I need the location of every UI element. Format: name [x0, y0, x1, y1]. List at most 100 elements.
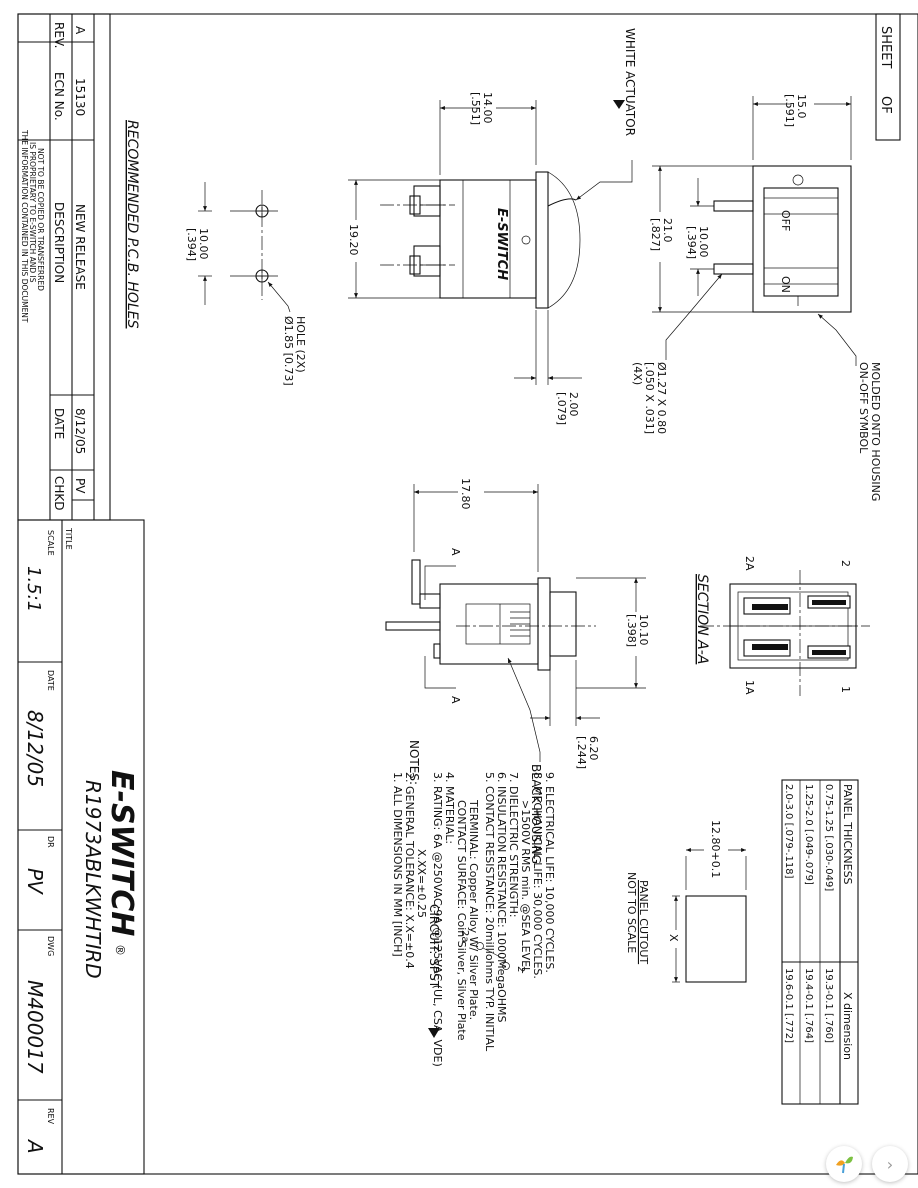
- table-row-1-x: 19.3-0.1 [.760]: [823, 968, 834, 1043]
- dwg-label: DWG: [46, 936, 55, 956]
- title-label: TITLE: [64, 527, 73, 550]
- front-dim-21-in: [.827]: [649, 218, 662, 251]
- registered-mark: ®: [113, 944, 127, 956]
- date-header: DATE: [52, 408, 66, 439]
- note-line: 6. INSULATION RESISTANCE: 1000MegaOHMS: [495, 772, 508, 1023]
- app-logo[interactable]: [826, 1146, 862, 1182]
- table-row-3-thickness: 2.0-3.0 [.079-.118]: [783, 784, 794, 879]
- title-value: R1973ABLKWHTIRD: [81, 780, 105, 979]
- note-line: 5. CONTACT RESISTANCE: 20milliohms TYP. …: [483, 772, 496, 1052]
- cutout-label-2: NOT TO SCALE: [625, 872, 638, 953]
- pcb-dim-in: [.394]: [185, 228, 198, 261]
- note-line: 4. MATERIAL:: [443, 772, 456, 844]
- housing-label: BLACK HOUSING: [529, 764, 543, 864]
- chkd-header: CHKD: [52, 476, 66, 511]
- top-dim-width-in: [.551]: [469, 92, 482, 125]
- note-line: CONTACT SURFACE: Coin Silver, Silver Pla…: [455, 772, 468, 1041]
- cutout-dim: 12.80+0.1: [709, 820, 722, 878]
- note-line: TERMINAL: Copper Alloy W/ Silver Plate.: [467, 772, 480, 1020]
- note-line: 9. ELECTRICAL LIFE: 10,000 CYCLES.: [543, 772, 556, 973]
- notes-block: NOTES: 1. ALL DIMENSIONS IN MM [INCH]2. …: [391, 740, 556, 1067]
- terminal-note-1: Ø1.27 X 0.80: [655, 362, 668, 434]
- front-dim-15: 15.0: [795, 94, 808, 119]
- ecn-value: 15130: [73, 78, 87, 116]
- circuit-term-2: 2: [515, 966, 526, 972]
- sheet-label: SHEET: [878, 26, 893, 68]
- table-row-3-x: 19.6-0.1 [.772]: [783, 968, 794, 1043]
- front-view: OFF ON 15.0 [.591] 21.0 [.827] 10.: [631, 94, 882, 501]
- side-dim-1010-in: [.398]: [625, 614, 638, 647]
- desc-value: NEW RELEASE: [73, 204, 87, 290]
- sheet-box: [875, 13, 901, 141]
- side-view: A A 17.80 10.10 [.398] 6.20 [.244]: [385, 478, 650, 864]
- section-title: SECTION A-A: [694, 574, 710, 664]
- section-label-2a: 2A: [743, 556, 756, 571]
- next-page-button[interactable]: ›: [872, 1146, 908, 1182]
- cutout-x-label: X: [667, 934, 680, 942]
- top-view-brand: E-SWITCH: [494, 208, 509, 280]
- side-dim-620-in: [.244]: [575, 736, 588, 769]
- leaf-logo-icon: [836, 1156, 853, 1174]
- top-dim-width: 14.00: [481, 92, 494, 124]
- front-dim-15-in: [.591]: [783, 94, 796, 127]
- notes-heading: NOTES:: [407, 740, 421, 785]
- section-mark-bottom: A: [449, 696, 462, 704]
- table-row-2-thickness: 1.25-2.0 [.049-.079]: [803, 784, 814, 885]
- table-header-x: X dimension: [841, 992, 854, 1060]
- chkd-value: PV: [73, 478, 87, 494]
- date-value: 8/12/05: [73, 408, 87, 454]
- pcb-dim: 10.00: [197, 228, 210, 260]
- date-label: DATE: [46, 670, 55, 691]
- front-dim-10-in: [.394]: [685, 226, 698, 259]
- top-view: E-SWITCH WHITE ACTUATOR 14.00 [.551] 19.…: [347, 28, 637, 425]
- section-aa-view: SECTION A-A 2 2A 1 1A: [694, 556, 870, 696]
- actuator-arrow-icon: [613, 100, 625, 109]
- note-line: 2. GENERAL TOLERANCE: X.X=±0.4: [403, 772, 416, 969]
- revision-block: REV. ECN No. DESCRIPTION DATE CHKD A 151…: [17, 13, 111, 521]
- side-dim-1780: 17.80: [459, 478, 472, 510]
- desc-header: DESCRIPTION: [52, 202, 66, 283]
- side-dim-620: 6.20: [587, 736, 600, 761]
- panel-thickness-table: PANEL THICKNESS X dimension 0.75-1.25 [.…: [781, 779, 859, 1105]
- circuit-label: CIRCUIT: SPST: [427, 904, 441, 989]
- pcb-hole-note-1: Ø1.85 [0.73]: [282, 316, 295, 386]
- rev-header: REV.: [52, 22, 66, 48]
- top-dim-thk: 2.00: [567, 392, 580, 417]
- sheet-of-label: OF: [878, 96, 893, 114]
- title-block: TITLE R1973ABLKWHTIRD E-SWITCH ® SCALE 1…: [17, 519, 145, 1175]
- rev-value-title: A: [23, 1138, 47, 1154]
- front-dim-10: 10.00: [697, 226, 710, 258]
- table-header-thickness: PANEL THICKNESS: [841, 784, 854, 885]
- scale-value: 1.5:1: [23, 566, 44, 612]
- section-label-1: 1: [839, 686, 852, 693]
- pcb-title: RECOMMENDED P.C.B. HOLES: [124, 120, 140, 329]
- top-dim-length: 19.20: [347, 224, 360, 256]
- terminal-note-2: [.050 X .031]: [643, 362, 656, 434]
- section-label-2: 2: [839, 560, 852, 567]
- ecn-header: ECN No.: [52, 72, 66, 121]
- note-line: X.XX=±0.25: [415, 772, 428, 918]
- circuit-arrow-icon: [428, 1028, 440, 1038]
- eswitch-logo: E-SWITCH: [104, 770, 139, 936]
- chevron-right-icon: ›: [886, 1154, 894, 1174]
- pcb-hole-note-2: HOLE (2X): [294, 316, 307, 373]
- proprietary-line-1: THE INFORMATION CONTAINED IN THIS DOCUME…: [20, 129, 29, 323]
- actuator-label: WHITE ACTUATOR: [623, 28, 637, 136]
- note-line: 8. MECHANICAL LIFE: 30,000 CYCLES.: [531, 772, 544, 979]
- scale-label: SCALE: [46, 530, 55, 556]
- note-line: 3. RATING: 6A @250VAC;9A @125VAC (UL, CS…: [431, 772, 444, 1067]
- off-text: OFF: [779, 210, 792, 231]
- top-dim-thk-in: [.079]: [555, 392, 568, 425]
- note-line: >1500V RMS min. @SEA LEVEL: [519, 772, 532, 974]
- note-line: 7. DIELECTRIC STRENGTH:: [507, 772, 520, 918]
- side-dim-1010: 10.10: [637, 614, 650, 646]
- proprietary-line-2: IS PROPRIETARY TO E-SWITCH AND IS: [28, 142, 37, 283]
- onoff-note-2: MOLDED ONTO HOUSING: [869, 362, 882, 501]
- section-mark-top: A: [449, 548, 462, 556]
- on-text: ON: [779, 276, 792, 293]
- note-line: 1. ALL DIMENSIONS IN MM [INCH]: [391, 772, 404, 957]
- date-value-title: 8/12/05: [23, 710, 47, 787]
- pcb-holes-view: RECOMMENDED P.C.B. HOLES 10.00 [.394] Ø1…: [124, 120, 307, 386]
- rev-value: A: [73, 26, 87, 35]
